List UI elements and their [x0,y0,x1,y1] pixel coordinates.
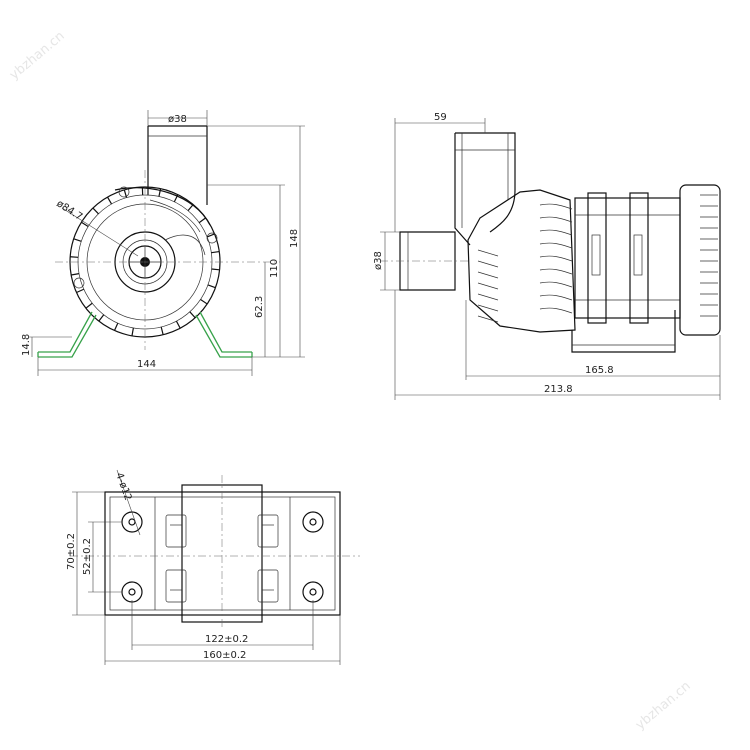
dim-lengths: 122±0.2 160±0.2 [104,600,341,665]
housing-fin [211,250,220,254]
label-outlet-diameter: ø38 [168,114,187,125]
label-outlet-offset: 59 [434,112,447,123]
volute-fin [477,304,499,312]
dim-heights: 148 110 62.3 14.8 [21,125,305,358]
outlet-pipe [147,125,208,205]
dim-base-width: 144 [37,357,253,376]
dim-outlet-offset: 59 [394,112,486,232]
dim-body-length: 165.8 [465,300,721,400]
housing-fin [92,207,99,215]
housing-fin [160,326,164,335]
label-hole-spec: 4-ø12 [113,471,133,502]
volute-fin [539,281,573,288]
label-base-width: 144 [137,359,156,370]
label-height-base: 14.8 [21,334,32,356]
mounting-bracket [37,311,253,358]
volute-fin [539,307,573,314]
housing-fin [76,288,85,294]
label-height-center: 62.3 [254,296,265,318]
housing-fin [189,311,196,319]
housing-fin [158,188,162,197]
end-cap [679,184,721,336]
housing-fin [207,284,216,289]
volute-fin [539,229,573,236]
impeller [114,231,206,293]
housing-fin [85,302,93,309]
housing-fin [200,298,208,305]
housing-fin [70,256,79,258]
label-height-outlet-center: 110 [269,259,280,278]
housing-fins [70,187,220,336]
housing-fin [131,327,134,336]
label-height-total: 148 [289,229,300,248]
dim-widths: 70±0.2 52±0.2 [66,491,122,616]
dim-body-diameter: ø84.7 [54,198,139,257]
watermark-top-left: ybzhan.cn [7,29,68,83]
inlet-pipe [380,231,470,291]
volute-fin [477,315,499,323]
side-base [571,310,676,353]
volute-fin [477,293,499,301]
dim-inlet-diameter: ø38 [373,231,400,291]
front-view: ø38 ø84.7 148 110 62.3 14.8 144 [21,110,305,376]
volute-fin [539,268,573,275]
housing-fin [211,268,220,271]
watermark-bottom-right: ybzhan.cn [633,679,694,733]
label-inlet-diameter: ø38 [373,251,384,270]
side-view: 59 ø38 165.8 213.8 [373,112,721,400]
volute-fin [477,249,499,257]
volute-fin [539,242,573,249]
housing-fin [98,314,105,322]
volute-fin [477,271,499,279]
housing-fin [113,322,119,331]
dim-total-length: 213.8 [394,290,720,400]
label-total-length: 213.8 [544,384,573,395]
volute-fin [477,282,499,290]
housing-fin [123,189,128,198]
housing-fin [198,217,207,224]
volute-fin [477,260,499,268]
housing-fin [187,204,194,212]
label-body-length: 165.8 [585,365,614,376]
label-body-diameter: ø84.7 [54,198,84,223]
housing-fin [71,273,80,276]
housing-fin [81,221,89,228]
bottom-view: 4-ø12 70±0.2 52±0.2 122±0.2 160±0.2 [66,469,360,665]
label-length-outer: 160±0.2 [203,650,246,661]
label-width-outer: 70±0.2 [66,533,77,570]
motor-body [574,192,681,324]
outlet-elbow [454,132,516,246]
volute-fin [539,255,573,262]
pump-volute [467,189,576,333]
housing-fin [173,194,179,203]
housing-fin [175,320,181,329]
volute-fin [539,216,573,223]
housing-fin [206,233,215,238]
dim-outlet-diameter: ø38 [147,110,208,126]
housing-fin [73,238,82,242]
label-hole-spacing: 122±0.2 [205,634,248,645]
housing-fin [106,196,113,205]
dim-hole-spec: 4-ø12 [113,469,141,536]
volute-fin [539,203,573,210]
mounting-holes [121,511,324,603]
label-width-inner: 52±0.2 [82,538,93,575]
volute-fin [539,294,573,301]
